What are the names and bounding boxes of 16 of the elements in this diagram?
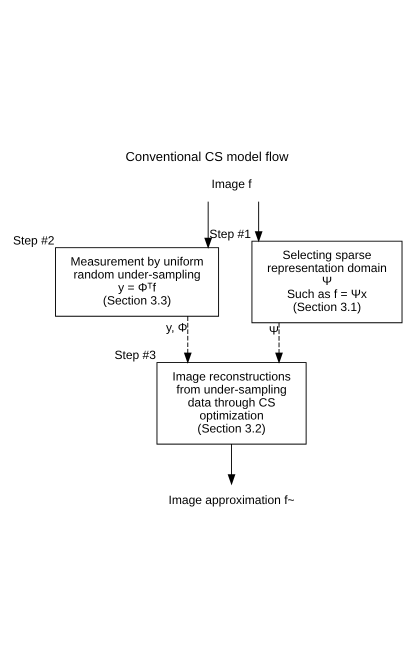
node-label: Step #1 (209, 226, 251, 240)
node-text: Image f (211, 176, 252, 190)
node-label: Step #2 (13, 232, 54, 247)
arrow (228, 443, 236, 485)
edge-label: Ψ (268, 323, 279, 338)
node-box: Selecting sparse representation domain Ψ Such as f = Ψx (Section 3.1) (251, 240, 402, 323)
diagram-title: Conventional CS model flow (126, 148, 288, 164)
node-box: Measurement by uniform random under-sampling y = Φᵀf (Section 3.3) (55, 246, 220, 316)
edge-label: y, Φ (166, 320, 188, 334)
arrow (204, 200, 212, 248)
node-label: Step #3 (114, 348, 156, 362)
node-text: Image approximation f~ (168, 492, 295, 506)
arrow (184, 315, 192, 364)
node-box: Image reconstructions from under-sampling data through CS optimization (Section 3.2) (156, 362, 307, 444)
arrow (275, 322, 283, 364)
arrow (254, 200, 263, 242)
